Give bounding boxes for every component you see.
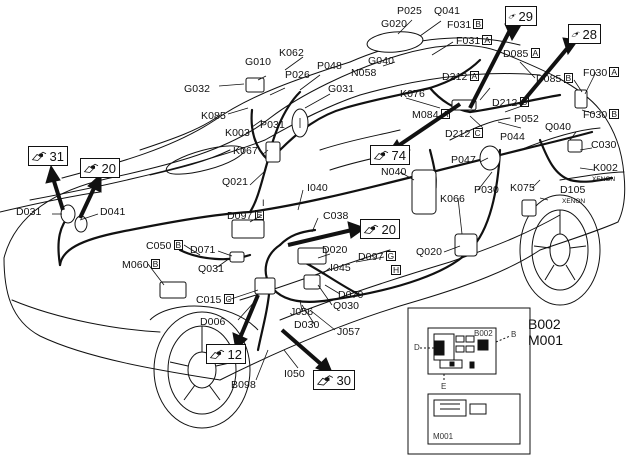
connector-label-k062: K062 xyxy=(279,47,304,59)
connector-label-g040: G040 xyxy=(368,55,395,67)
connector-icon xyxy=(373,150,389,160)
connector-label-q041: Q041 xyxy=(434,5,461,17)
xenon-label: XENON xyxy=(592,176,616,183)
connector-label-d020: D020 xyxy=(322,244,348,256)
connector-label-d006: D006 xyxy=(200,316,226,328)
inset-title-b002: B002 xyxy=(528,316,561,332)
connector-label-k067: K067 xyxy=(233,145,258,157)
connector-label-k075: K075 xyxy=(510,182,535,194)
connector-icon xyxy=(316,375,334,386)
reference-box-29[interactable]: 29 xyxy=(505,6,537,26)
connector-icon xyxy=(83,163,99,173)
inset-title-m001: M001 xyxy=(528,332,564,348)
reference-box-12[interactable]: 12 xyxy=(206,344,246,364)
connector-label-i040: I040 xyxy=(307,182,328,194)
xenon-label-small: XENON xyxy=(562,198,586,205)
connector-label-d030: D030 xyxy=(294,319,320,331)
connector-label-p030: P030 xyxy=(474,184,499,196)
fusebox-inset xyxy=(407,307,531,455)
connector-label-q021: Q021 xyxy=(222,176,249,188)
connector-label-q020: Q020 xyxy=(416,246,443,258)
reference-box-20-left[interactable]: 20 xyxy=(80,158,120,178)
connector-icon xyxy=(363,224,379,234)
connector-label-k076: K076 xyxy=(400,88,425,100)
connector-label-d105: D105 xyxy=(560,184,586,196)
reference-box-28[interactable]: 28 xyxy=(568,24,601,44)
connector-label-c030: C030 xyxy=(591,139,617,151)
connector-label-d070: D070 xyxy=(338,289,364,301)
rear-wheel xyxy=(519,194,601,306)
connector-label-q040: Q040 xyxy=(545,121,572,133)
reference-box-31[interactable]: 31 xyxy=(28,146,68,166)
connector-label-j057: J057 xyxy=(337,326,361,338)
inset-letter-b: B xyxy=(511,330,517,339)
inset-letter-e: E xyxy=(441,382,447,391)
connector-label-p025: P025 xyxy=(397,5,422,17)
connector-label-h: H xyxy=(391,265,402,275)
connector-label-k002: K002 xyxy=(593,162,618,174)
connector-label-p052: P052 xyxy=(514,113,539,125)
reference-box-20-center[interactable]: 20 xyxy=(360,219,400,239)
connector-label-k066: K066 xyxy=(440,193,465,205)
connector-label-p044: P044 xyxy=(500,131,525,143)
connector-label-n058: N058 xyxy=(351,67,377,79)
connector-label-q031: Q031 xyxy=(198,263,225,275)
connector-label-i045: I045 xyxy=(330,262,351,274)
connector-label-p047: P047 xyxy=(451,154,476,166)
connector-label-d071: D071 xyxy=(190,244,216,256)
connector-label-p026: P026 xyxy=(285,69,310,81)
connector-label-j056: J056 xyxy=(290,306,314,318)
connector-icon xyxy=(209,349,225,359)
inset-bottom-label: M001 xyxy=(433,432,454,441)
connector-label-g031: G031 xyxy=(328,83,355,95)
connector-label-n040: N040 xyxy=(381,166,407,178)
connector-label-k085: K085 xyxy=(201,110,226,122)
connector-label-k003: K003 xyxy=(225,127,250,139)
connector-label-d041: D041 xyxy=(100,206,126,218)
connector-label-q030: Q030 xyxy=(333,300,360,312)
inset-letter-d: D xyxy=(414,343,420,352)
connector-label-b098: B098 xyxy=(231,379,256,391)
connector-label-i050: I050 xyxy=(284,368,305,380)
connector-label-g032: G032 xyxy=(184,83,211,95)
connector-label-d031: D031 xyxy=(16,206,42,218)
connector-label-p031: P031 xyxy=(260,119,285,131)
leader-lines xyxy=(52,19,597,381)
connector-label-p048: P048 xyxy=(317,60,342,72)
connector-label-g020: G020 xyxy=(381,18,408,30)
connector-label-c038: C038 xyxy=(323,210,349,222)
connector-label-i-mark: I xyxy=(262,198,265,208)
components xyxy=(60,31,588,299)
reference-box-30[interactable]: 30 xyxy=(313,370,355,390)
connector-label-g010: G010 xyxy=(245,56,272,68)
inset-fusebox-label: B002 xyxy=(474,329,493,338)
reference-box-74[interactable]: 74 xyxy=(370,145,410,165)
connector-icon xyxy=(508,13,516,19)
connector-icon xyxy=(31,151,47,161)
connector-icon xyxy=(571,31,580,37)
